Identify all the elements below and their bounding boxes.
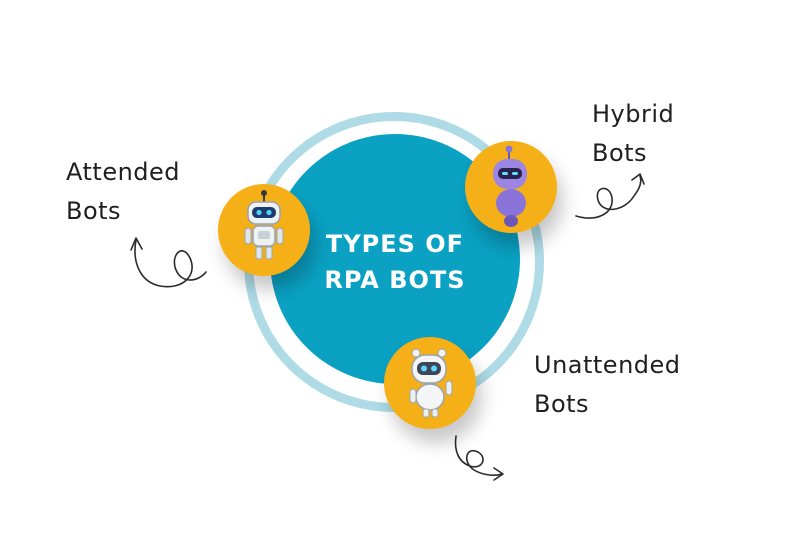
center-title: TYPES OF RPA BOTS: [270, 226, 520, 298]
arrow-attended: [134, 239, 207, 288]
arrow-unattended-head: [493, 467, 504, 481]
arrow-attended-head: [130, 237, 143, 251]
label-unattended: Unattended Bots: [534, 346, 681, 424]
unattended-bot-icon: [409, 348, 453, 418]
label-unattended-line2: Bots: [534, 390, 590, 418]
arrow-hybrid-head: [631, 173, 645, 185]
arrow-unattended: [454, 435, 503, 476]
center-title-line1: TYPES OF: [325, 230, 465, 258]
arrow-hybrid: [575, 175, 642, 219]
node-attended: [218, 184, 310, 276]
label-attended-line1: Attended: [66, 158, 181, 186]
label-attended-line2: Bots: [66, 197, 122, 225]
label-hybrid: Hybrid Bots: [592, 95, 674, 173]
center-title-line2: RPA BOTS: [324, 266, 466, 294]
label-hybrid-line2: Bots: [592, 139, 648, 167]
node-hybrid: [465, 141, 557, 233]
node-unattended: [384, 337, 476, 429]
attended-bot-icon: [244, 190, 284, 260]
label-hybrid-line1: Hybrid: [592, 100, 675, 128]
label-unattended-line1: Unattended: [534, 351, 681, 379]
hybrid-bot-icon: [493, 145, 527, 227]
label-attended: Attended Bots: [66, 153, 180, 231]
